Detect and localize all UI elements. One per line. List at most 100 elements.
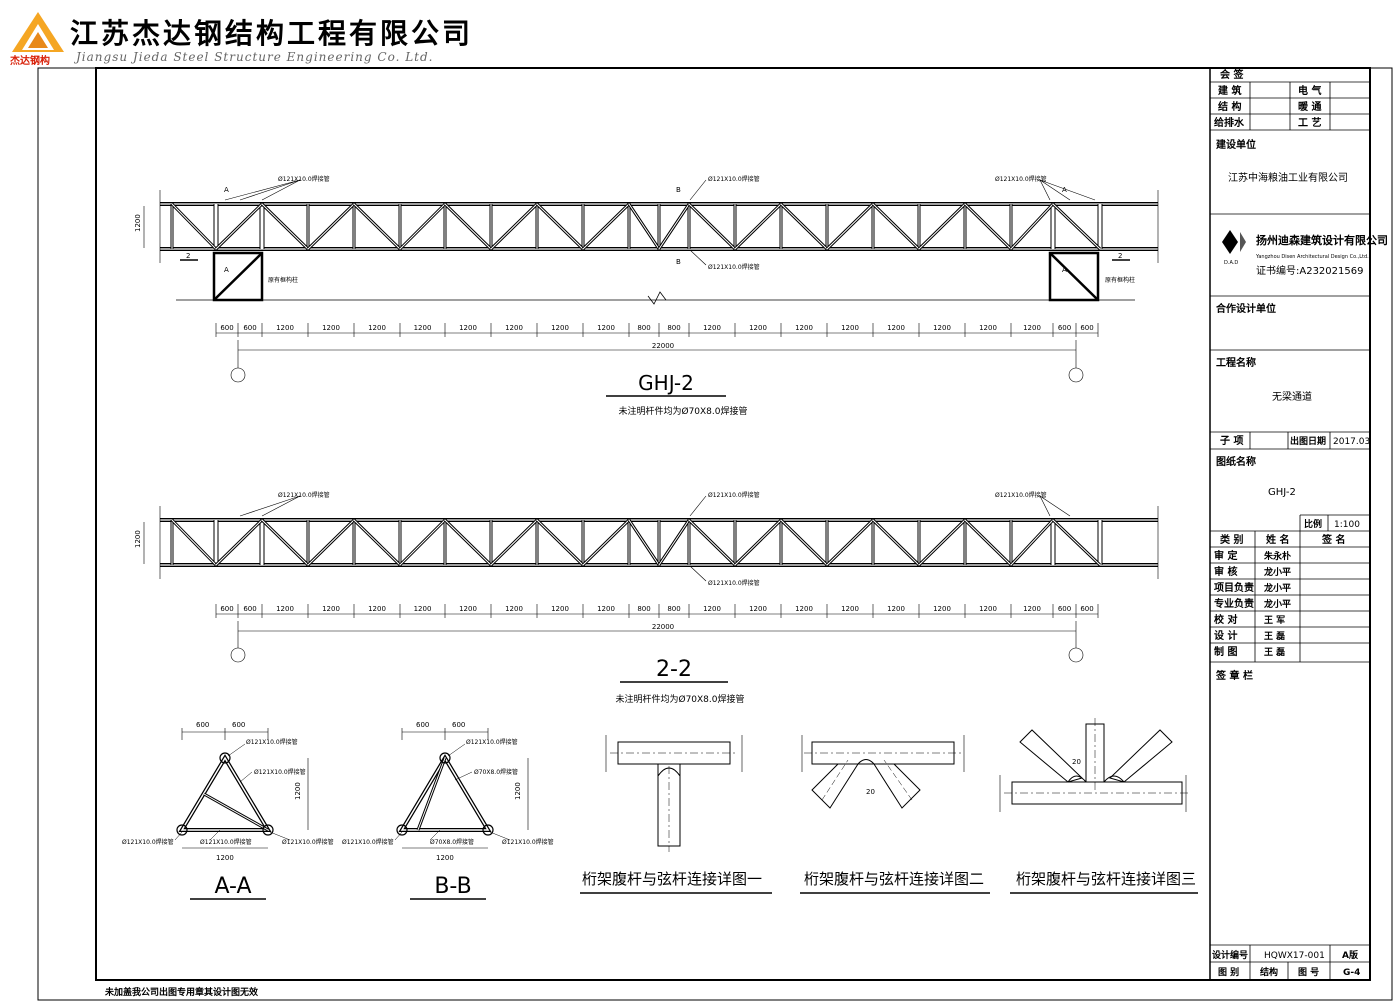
aa-height: 1200 <box>294 782 302 800</box>
process-label: 工 艺 <box>1298 116 1321 129</box>
spacing-label: 1200 <box>933 605 951 613</box>
role-person: 龙小平 <box>1263 598 1291 610</box>
spacing-label: 1200 <box>414 605 432 613</box>
detail-3-title: 桁架腹杆与弦杆连接详图三 <box>1016 870 1196 888</box>
total-length-1: 22000 <box>652 342 674 350</box>
section-bb-drawing <box>394 728 529 849</box>
detail-2-dim: 20 <box>866 788 875 796</box>
spacing-label: 1200 <box>597 324 615 332</box>
designer-name-en: Yangzhou Disen Architectural Design Co.,… <box>1255 254 1369 260</box>
bb-pipe-top: Ø121X10.0焊接管 <box>466 738 518 746</box>
spacing-label: 1200 <box>749 605 767 613</box>
designer-logo-icon <box>1222 230 1246 254</box>
role-label: 校 对 <box>1214 613 1237 626</box>
role-label: 设 计 <box>1214 629 1237 642</box>
support-label-left: 原有框构柱 <box>268 276 298 284</box>
aa-pipe-bottom: Ø121X10.0焊接管 <box>200 838 252 846</box>
elevation-supports <box>176 251 1135 305</box>
date-value: 2017.03 <box>1333 437 1370 447</box>
aa-dim-left: 600 <box>196 721 209 729</box>
struct-label: 结 构 <box>1218 100 1241 113</box>
cut-a-bot-right: A <box>1062 266 1067 274</box>
spacing-label: 1200 <box>1023 324 1041 332</box>
bb-pipe-right: Ø121X10.0焊接管 <box>502 838 554 846</box>
cert-number: 证书编号:A232021569 <box>1256 264 1363 277</box>
aa-pipe-diag: Ø121X10.0焊接管 <box>254 768 306 776</box>
spacing-label: 1200 <box>933 324 951 332</box>
seal-label: 签 章 栏 <box>1215 669 1253 682</box>
project-label: 工程名称 <box>1216 356 1256 369</box>
project-name: 无梁通道 <box>1272 390 1312 403</box>
design-no-label: 设计编号 <box>1212 949 1248 961</box>
elevation-title: GHJ-2 <box>638 371 694 395</box>
designer-name: 扬州迪森建筑设计有限公司 <box>1256 233 1388 247</box>
spacing-label: 1200 <box>795 324 813 332</box>
role-person: 王 磊 <box>1264 646 1285 658</box>
aa-pipe-left: Ø121X10.0焊接管 <box>122 838 174 846</box>
role-person: 王 军 <box>1264 615 1285 626</box>
spacing-label: 600 <box>1058 605 1071 613</box>
spacing-label: 1200 <box>841 605 859 613</box>
logo-text: 杰达钢构 <box>10 56 50 67</box>
role-person: 王 磊 <box>1264 630 1285 642</box>
section-title: 2-2 <box>656 657 692 682</box>
role-label: 专业负责 <box>1214 597 1254 610</box>
elevation-dimensions: 600 600 1200 1200 1200 1200 1200 1200 1200 1200 80… <box>215 323 1099 337</box>
cut-b-bot: B <box>676 258 681 266</box>
bb-height: 1200 <box>514 782 522 800</box>
spacing-label: 600 <box>220 605 233 613</box>
version: A版 <box>1342 949 1358 961</box>
detail-2-drawing <box>801 735 965 809</box>
bb-dim-right: 600 <box>452 721 465 729</box>
height-dim-1: 1200 <box>134 214 142 232</box>
col-type: 类 别 <box>1220 533 1243 546</box>
spacing-label: 1200 <box>322 605 340 613</box>
spacing-label: 800 <box>637 324 650 332</box>
spacing-label: 1200 <box>887 324 905 332</box>
detail-1-title: 桁架腹杆与弦杆连接详图一 <box>582 870 762 888</box>
cut-2-left: 2 <box>186 252 190 260</box>
category-label: 图 别 <box>1218 966 1239 978</box>
spacing-label: 1200 <box>703 605 721 613</box>
spacing-label: 600 <box>243 605 256 613</box>
company-name: 江苏杰达钢结构工程有限公司 <box>70 17 474 50</box>
spacing-label: 1200 <box>459 324 477 332</box>
role-person: 龙小平 <box>1263 566 1291 578</box>
bb-pipe-diag: Ø70X8.0焊接管 <box>474 768 518 776</box>
role-person: 龙小平 <box>1263 582 1291 594</box>
spacing-label: 1200 <box>505 605 523 613</box>
company-name-en: Jiangsu Jieda Steel Structure Engineerin… <box>76 50 434 64</box>
cut-a-top-right: A <box>1062 186 1067 194</box>
footer-note: 未加盖我公司出图专用章其设计图无效 <box>105 988 259 998</box>
cut-2-right: 2 <box>1118 252 1122 260</box>
role-person: 朱永朴 <box>1263 550 1291 562</box>
pipe-note-s2: Ø121X10.0焊接管 <box>708 491 760 499</box>
spacing-label: 1200 <box>368 324 386 332</box>
spacing-label: 600 <box>1080 605 1093 613</box>
spacing-label: 600 <box>1058 324 1071 332</box>
aa-title: A-A <box>214 874 251 899</box>
aa-width: 1200 <box>216 854 234 862</box>
truss-elevation <box>159 190 1159 263</box>
company-logo <box>12 12 64 52</box>
pipe-note-e4: Ø121X10.0焊接管 <box>708 263 760 271</box>
detail-1-drawing <box>605 735 743 852</box>
spacing-label: 600 <box>243 324 256 332</box>
drawing-no: G-4 <box>1343 968 1360 978</box>
spacing-label: 1200 <box>703 324 721 332</box>
spacing-label: 1200 <box>979 605 997 613</box>
owner-label: 建设单位 <box>1215 138 1256 151</box>
designer-abbr: D.A.D <box>1224 260 1238 266</box>
spacing-label: 1200 <box>597 605 615 613</box>
drawing-name: GHJ-2 <box>1268 487 1296 498</box>
scale-label: 比例 <box>1304 518 1322 530</box>
role-label: 审 核 <box>1214 565 1237 578</box>
roles-table: 审 定朱永朴审 核龙小平项目负责龙小平专业负责龙小平校 对王 军设 计王 磊制 … <box>1214 549 1291 658</box>
detail-2-title: 桁架腹杆与弦杆连接详图二 <box>804 870 984 888</box>
inner-border <box>95 67 1371 981</box>
bb-dim-left: 600 <box>416 721 429 729</box>
elec-label: 电 气 <box>1298 84 1321 97</box>
role-label: 审 定 <box>1214 549 1237 562</box>
spacing-label: 1200 <box>276 605 294 613</box>
